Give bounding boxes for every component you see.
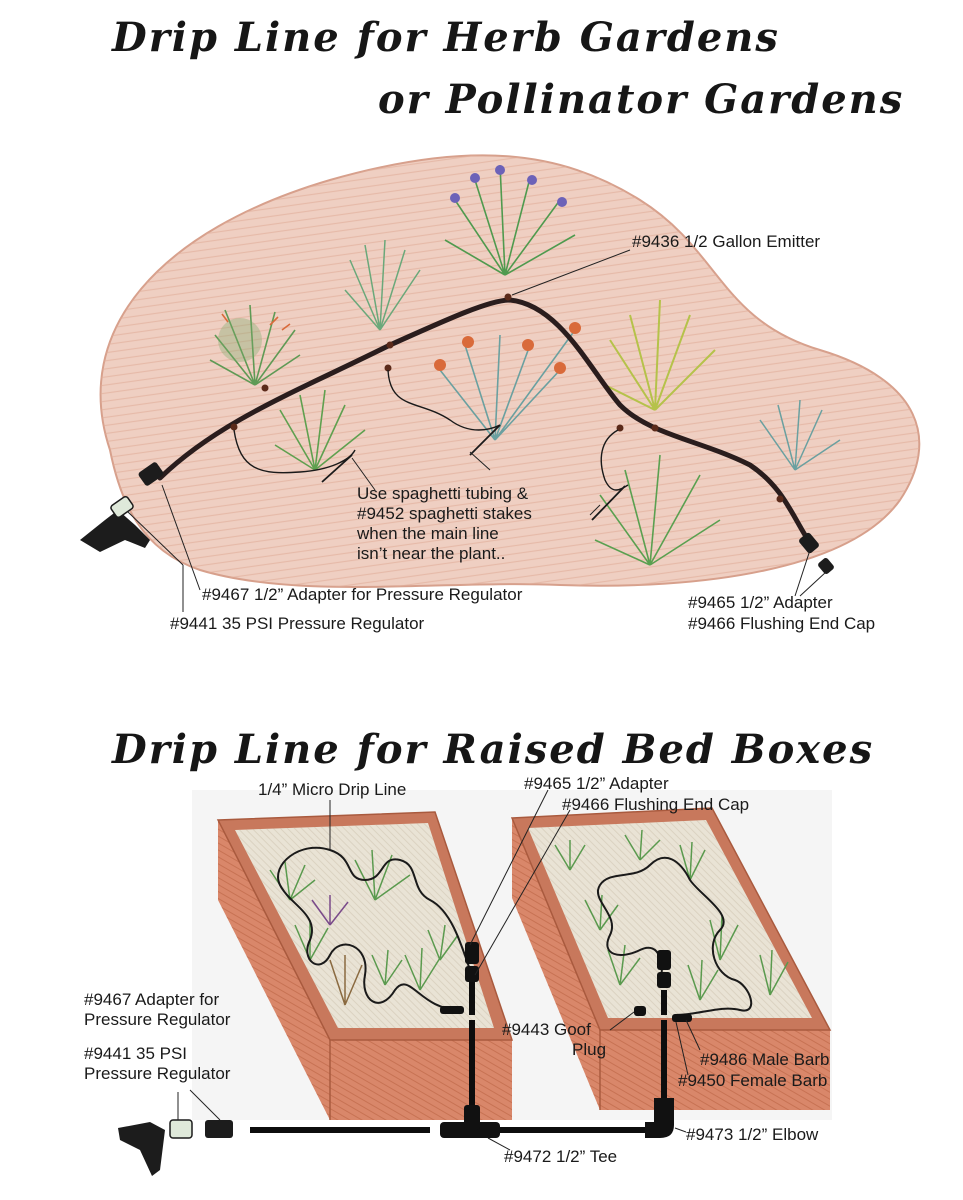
raised-end-cap-left-icon xyxy=(465,966,479,982)
label-tee: #9472 1/2” Tee xyxy=(504,1147,618,1166)
emitter-markers xyxy=(230,293,784,503)
goof-plug-icon xyxy=(634,1006,646,1016)
herb-end-adapter-icon xyxy=(799,532,819,554)
label-raised-adapter: #9465 1/2” Adapter xyxy=(524,774,669,793)
herb-garden-section xyxy=(80,154,921,612)
plant-grass-center xyxy=(274,389,366,471)
herb-leader-lines xyxy=(127,249,827,612)
raised-title: Drip Line for Raised Bed Boxes xyxy=(112,726,875,773)
micro-drip-line-left xyxy=(277,846,471,1011)
label-micro-drip-line: 1/4” Micro Drip Line xyxy=(258,780,407,799)
plant-yellow-grass xyxy=(604,299,716,411)
plant-flowering-center xyxy=(434,322,581,441)
micro-drip-line-right xyxy=(597,856,753,1016)
label-raised-adapter-regulator-line1: #9467 Adapter for xyxy=(84,990,220,1009)
raised-bed-plants-right xyxy=(554,829,789,1001)
herb-pressure-regulator-icon xyxy=(80,495,150,552)
label-goof-plug-line1: #9443 Goof xyxy=(502,1020,591,1039)
label-spaghetti-line3: when the main line xyxy=(357,524,499,543)
plant-shrub-left xyxy=(209,304,301,386)
label-gallon-emitter: #9436 1/2 Gallon Emitter xyxy=(632,232,821,251)
raised-bed-box-left xyxy=(216,811,514,1120)
raised-adapter-right-icon xyxy=(657,950,671,988)
barb-connectors-icon xyxy=(440,1006,692,1022)
raised-bed-box-right xyxy=(510,807,832,1110)
raised-bed-section xyxy=(118,789,832,1176)
raised-adapter-left-icon xyxy=(465,942,479,964)
plant-blue-grass-right xyxy=(759,399,841,471)
label-spaghetti-line2: #9452 spaghetti stakes xyxy=(357,504,532,523)
label-raised-pressure-regulator-line2: Pressure Regulator xyxy=(84,1064,231,1083)
spaghetti-stakes xyxy=(321,424,626,521)
label-spaghetti-line4: isn’t near the plant.. xyxy=(357,544,506,563)
raised-pressure-regulator-icon xyxy=(118,1119,233,1176)
label-female-barb: #9450 Female Barb xyxy=(678,1071,828,1090)
label-male-barb: #9486 Male Barb xyxy=(700,1050,830,1069)
label-goof-plug-line2: Plug xyxy=(572,1040,607,1059)
raised-elbow-icon xyxy=(645,1098,674,1138)
herb-main-drip-line xyxy=(157,297,808,538)
raised-supply-pipe xyxy=(250,980,667,1133)
garden-ground-texture xyxy=(100,155,920,587)
raised-tee-icon xyxy=(440,1105,500,1138)
plant-lavender-top xyxy=(444,164,576,276)
herb-title-line1: Drip Line for Herb Gardens xyxy=(112,14,780,61)
label-herb-end-cap: #9466 Flushing End Cap xyxy=(688,614,876,633)
raised-leader-lines xyxy=(177,789,701,1151)
label-elbow: #9473 1/2” Elbow xyxy=(686,1125,819,1144)
label-herb-end-adapter: #9465 1/2” Adapter xyxy=(688,593,833,612)
plant-leafy-bottom xyxy=(594,454,721,566)
label-raised-adapter-regulator-line2: Pressure Regulator xyxy=(84,1010,231,1029)
herb-title-line2: or Pollinator Gardens xyxy=(378,76,905,123)
label-raised-end-cap: #9466 Flushing End Cap xyxy=(562,795,750,814)
herb-adapter-icon xyxy=(138,462,164,486)
herb-end-cap-icon xyxy=(818,558,834,574)
label-raised-pressure-regulator-line1: #9441 35 PSI xyxy=(84,1044,188,1063)
label-herb-adapter-regulator: #9467 1/2” Adapter for Pressure Regulato… xyxy=(202,585,523,604)
label-spaghetti-line1: Use spaghetti tubing & xyxy=(357,484,529,503)
label-herb-pressure-regulator: #9441 35 PSI Pressure Regulator xyxy=(170,614,425,633)
plant-herb-upper-left xyxy=(344,239,421,331)
